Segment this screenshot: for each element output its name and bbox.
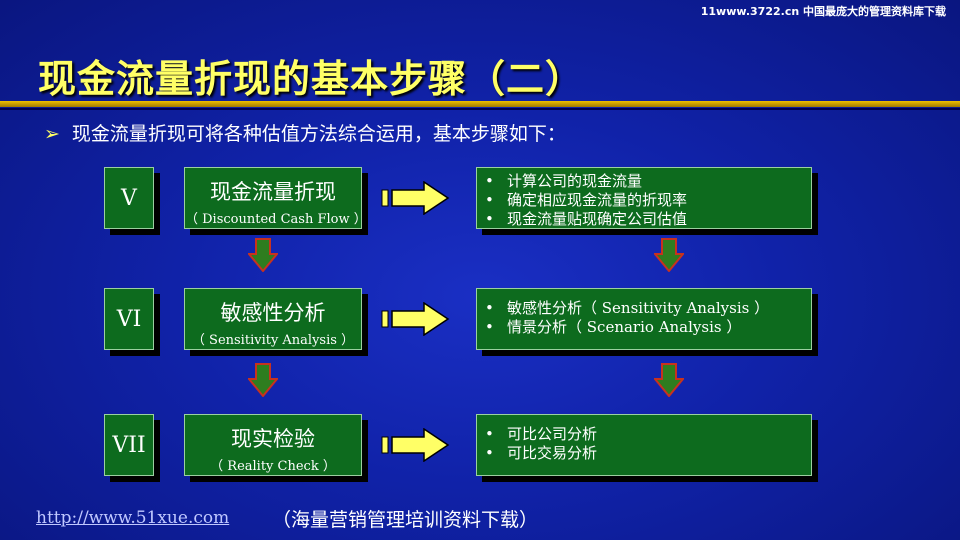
arrow-bullet-icon: ➢ <box>44 123 60 145</box>
step-details-7: •可比公司分析 •可比交易分析 <box>476 414 812 476</box>
title-rule-shadow <box>0 108 960 110</box>
bullet-item: •现金流量贴现确定公司估值 <box>485 210 688 228</box>
step-en: （ Reality Check ） <box>210 459 336 474</box>
down-arrow-icon <box>654 238 684 272</box>
step-roman-5: V <box>104 167 154 229</box>
top-credit: 11www.3722.cn 中国最庞大的管理资料库下载 <box>700 5 946 18</box>
step-zh: 现金流量折现 <box>210 180 336 204</box>
step-details-6: •敏感性分析（ Sensitivity Analysis ） •情景分析（ Sc… <box>476 288 812 350</box>
step-details-5: •计算公司的现金流量 •确定相应现金流量的折现率 •现金流量贴现确定公司估值 <box>476 167 812 229</box>
roman-label: VII <box>112 432 146 458</box>
right-arrow-icon <box>381 302 450 336</box>
down-arrow-icon <box>248 363 278 397</box>
footer-link[interactable]: http://www.51xue.com <box>36 508 230 528</box>
page-title: 现金流量折现的基本步骤（二） <box>38 56 585 101</box>
step-roman-6: VI <box>104 288 154 350</box>
right-arrow-icon <box>381 428 450 462</box>
roman-label: VI <box>116 306 142 332</box>
bullet-item: •敏感性分析（ Sensitivity Analysis ） <box>485 299 770 317</box>
footer-note: （海量营销管理培训资料下载） <box>272 509 539 531</box>
bullet-item: •计算公司的现金流量 <box>485 172 643 190</box>
title-rule <box>0 101 960 107</box>
bullet-item: •可比交易分析 <box>485 444 598 462</box>
intro-line: ➢ 现金流量折现可将各种估值方法综合运用，基本步骤如下： <box>44 119 566 146</box>
roman-label: V <box>121 185 137 211</box>
step-name-7: 现实检验 （ Reality Check ） <box>184 414 362 476</box>
step-en: （ Discounted Cash Flow ） <box>185 212 367 227</box>
step-name-5: 现金流量折现 （ Discounted Cash Flow ） <box>184 167 367 229</box>
intro-text: 现金流量折现可将各种估值方法综合运用，基本步骤如下： <box>71 123 566 145</box>
step-zh: 敏感性分析 <box>220 301 326 325</box>
down-arrow-icon <box>654 363 684 397</box>
step-en: （ Sensitivity Analysis ） <box>191 333 355 348</box>
bullet-item: •可比公司分析 <box>485 425 598 443</box>
down-arrow-icon <box>248 238 278 272</box>
step-name-6: 敏感性分析 （ Sensitivity Analysis ） <box>184 288 362 350</box>
right-arrow-icon <box>381 181 450 215</box>
step-zh: 现实检验 <box>231 427 315 451</box>
bullet-item: •情景分析（ Scenario Analysis ） <box>485 318 742 336</box>
step-roman-7: VII <box>104 414 154 476</box>
bullet-item: •确定相应现金流量的折现率 <box>485 191 688 209</box>
